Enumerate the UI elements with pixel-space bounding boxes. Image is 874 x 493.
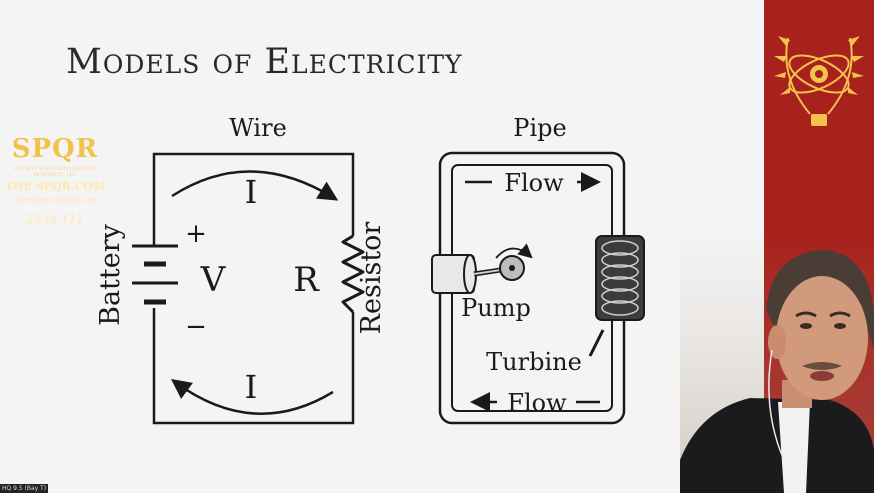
turbine-label: Turbine <box>486 348 582 376</box>
battery-symbol <box>132 244 178 305</box>
flow-label-bottom: Flow <box>507 389 567 417</box>
pipe-circuit: Pipe Flow Flow Pump <box>431 114 645 425</box>
pipe-heading: Pipe <box>513 114 566 142</box>
plus-sign: + <box>185 219 207 249</box>
electricity-diagram: Wire I I + − V R Battery Resistor <box>95 114 645 425</box>
spqr-motto: SOCIETY FOR POST-QUANTUM RESEARCH, LLC <box>13 166 97 178</box>
turbine-symbol <box>595 235 645 321</box>
current-label-bottom: I <box>245 368 258 406</box>
wire-loop <box>152 152 355 425</box>
pump-symbol <box>431 243 533 294</box>
current-label-top: I <box>245 173 258 211</box>
spqr-site-link[interactable]: THE SPQR.COM <box>4 180 106 193</box>
spqr-logo-text: SPQR <box>11 134 99 164</box>
voltage-label: V <box>200 260 227 300</box>
spqr-substack-link[interactable]: ontherrzar.substack.com <box>11 196 99 204</box>
flow-label-top: Flow <box>504 169 564 197</box>
wire-circuit: Wire I I + − V R Battery Resistor <box>95 114 387 425</box>
battery-label: Battery <box>95 223 126 326</box>
pump-label: Pump <box>461 294 531 322</box>
presenter-webcam <box>680 230 874 493</box>
slide-page-indicator: 28 of 111 <box>26 212 84 226</box>
resistor-label: Resistor <box>356 222 387 335</box>
resistor-symbol <box>341 234 365 314</box>
slide-title: Models of Electricity <box>66 42 463 82</box>
wire-heading: Wire <box>229 114 287 142</box>
spqr-emblem <box>774 36 864 126</box>
minus-sign: − <box>185 312 207 342</box>
resistance-label: R <box>293 260 320 300</box>
participant-name-label: HQ 9.5 (Bay T) <box>0 484 49 493</box>
current-arrow-bottom <box>170 379 334 415</box>
current-arrow-top <box>171 170 339 201</box>
